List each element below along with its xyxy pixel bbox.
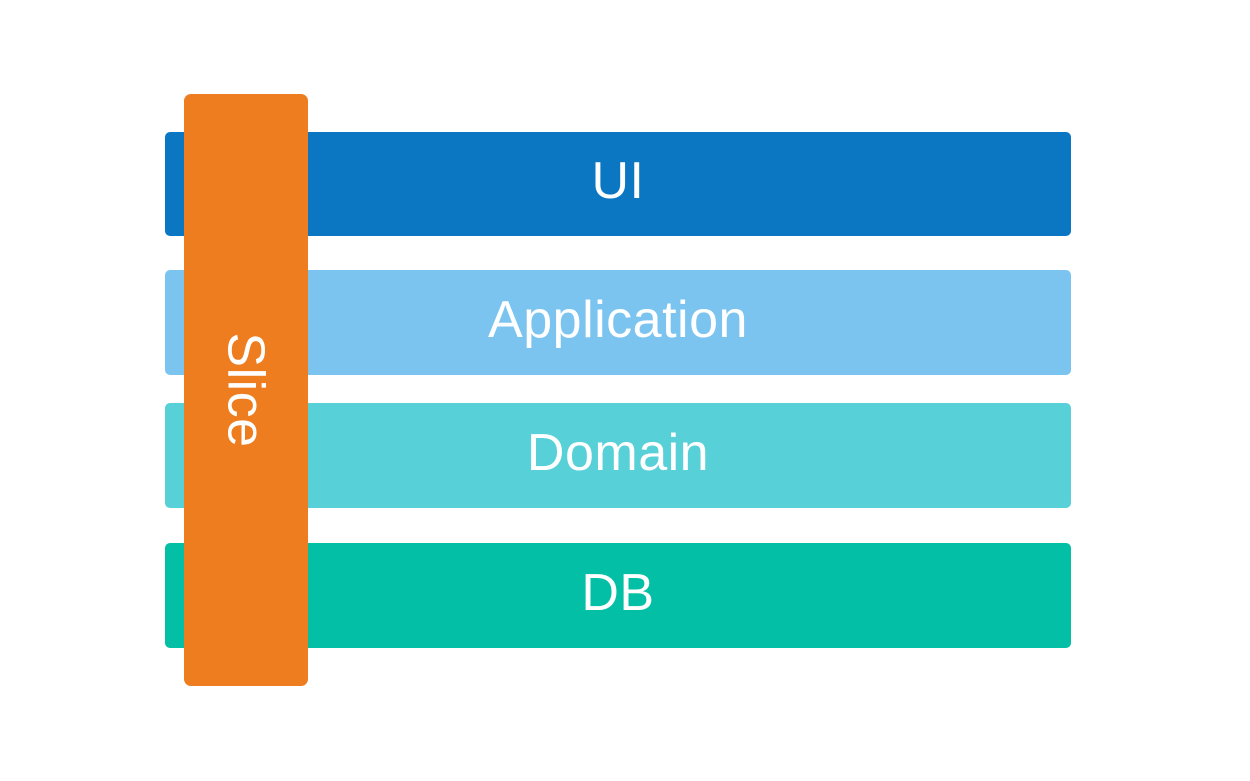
layer-application: Application (165, 270, 1071, 375)
layer-db-label: DB (581, 563, 655, 622)
layer-domain-label: Domain (526, 423, 710, 482)
layer-domain: Domain (165, 403, 1071, 508)
slice-bar: Slice (184, 94, 308, 686)
layer-ui: UI (165, 132, 1071, 236)
layer-db: DB (165, 543, 1071, 648)
layer-application-label: Application (488, 290, 748, 349)
layer-ui-label: UI (591, 152, 645, 210)
slice-bar-label: Slice (217, 332, 275, 448)
